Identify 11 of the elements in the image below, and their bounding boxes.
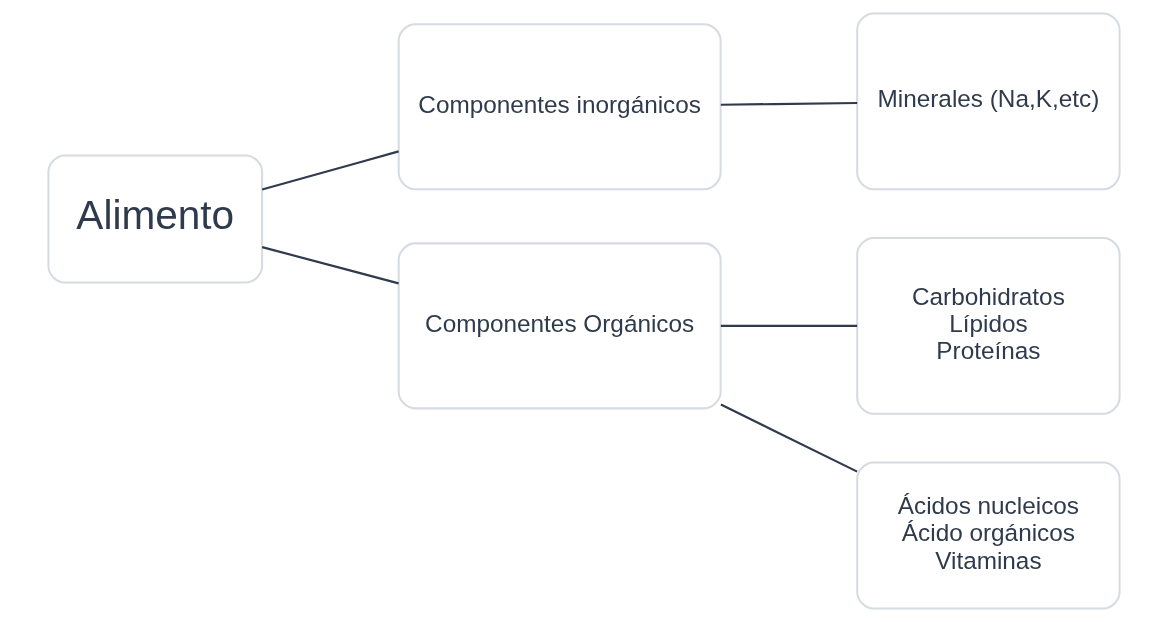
- node-box: Componentes inorgánicos: [397, 23, 722, 191]
- node-box: Minerales (Na,K,etc): [856, 12, 1121, 191]
- connector: [720, 324, 858, 327]
- connector: [261, 150, 399, 191]
- connector: [261, 246, 399, 285]
- node-box: Componentes Orgánicos: [397, 242, 722, 410]
- node-box: Ácidos nucleicos Ácido orgánicos Vitaminas: [856, 461, 1121, 610]
- connector: [720, 403, 858, 473]
- node-box: Alimento: [47, 154, 264, 284]
- connector: [720, 101, 858, 106]
- node-box: Carbohidratos Lípidos Proteínas: [856, 236, 1121, 415]
